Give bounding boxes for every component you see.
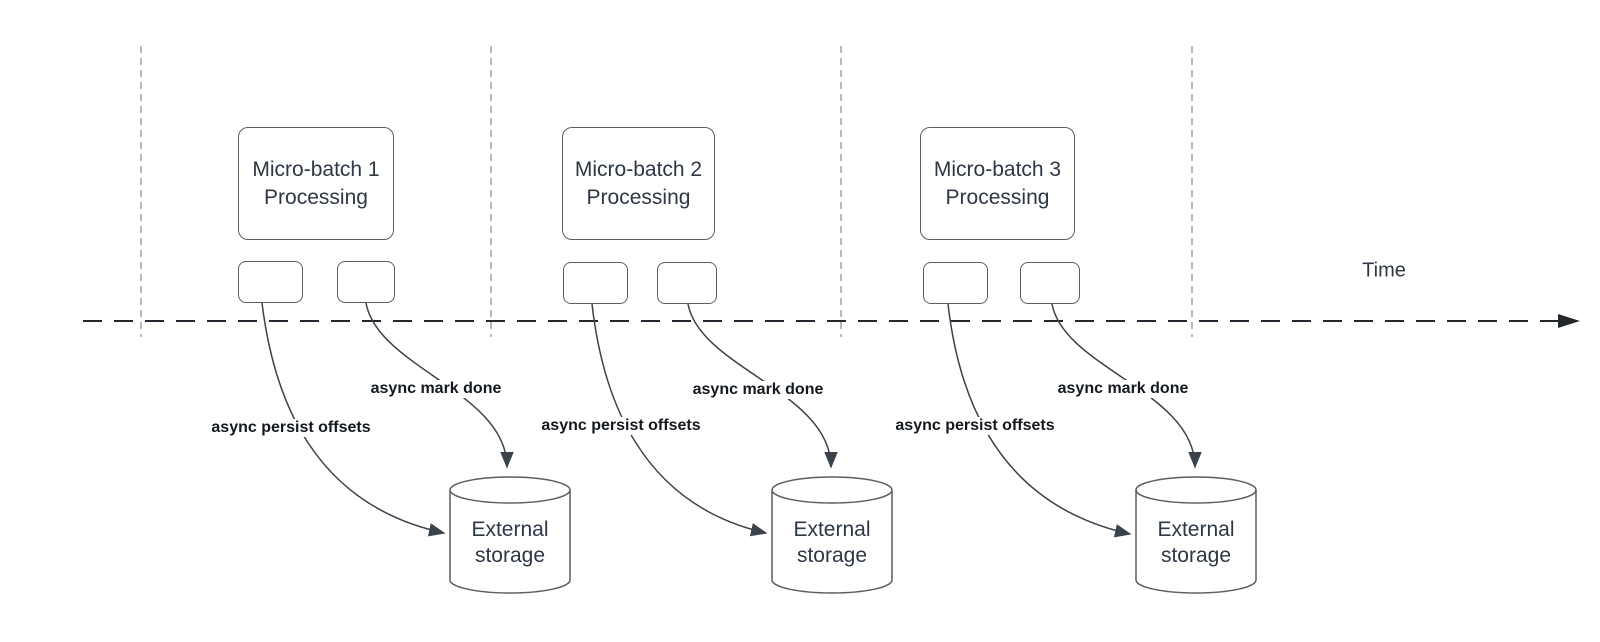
micro-batch-1-processing-box: Micro-batch 1 Processing — [238, 127, 394, 240]
micro-batch-3-done-token-box — [1020, 262, 1080, 304]
micro-batch-3-processing-box: Micro-batch 3 Processing — [920, 127, 1075, 240]
micro-batch-2-processing-box: Micro-batch 2 Processing — [562, 127, 715, 240]
micro-batch-2-offsets-token-box — [563, 262, 628, 304]
persist-offsets-label-3: async persist offsets — [893, 417, 1057, 435]
persist-offsets-label-1: async persist offsets — [209, 419, 373, 437]
persist-offsets-label-2: async persist offsets — [539, 417, 703, 435]
time-axis-arrowhead-icon — [1558, 314, 1580, 328]
time-axis-label: Time — [1362, 259, 1406, 282]
micro-batch-3-offsets-token-box — [923, 262, 988, 304]
micro-batch-2-done-token-box — [657, 262, 717, 304]
persist-offsets-arrow-1 — [261, 302, 446, 537]
micro-batch-1-title-line2: Processing — [264, 185, 368, 209]
mark-done-label-3: async mark done — [1055, 380, 1191, 398]
mark-done-label-2: async mark done — [690, 381, 826, 399]
micro-batch-1-offsets-token-box — [238, 261, 303, 303]
micro-batch-2-title-line2: Processing — [586, 185, 691, 209]
persist-offsets-arrow-2 — [591, 303, 768, 537]
storage-cylinder-3 — [1135, 476, 1257, 594]
persist-offsets-arrow-3 — [947, 303, 1132, 538]
micro-batch-3-title-line2: Processing — [945, 185, 1050, 209]
micro-batch-3-title-line1: Micro-batch 3 — [933, 157, 1062, 181]
micro-batch-1-done-token-box — [337, 261, 395, 303]
storage-cylinder-2 — [771, 476, 893, 594]
storage-cylinder-1 — [449, 476, 571, 594]
micro-batch-2-title-line1: Micro-batch 2 — [574, 157, 703, 181]
mark-done-label-1: async mark done — [368, 380, 504, 398]
micro-batch-1-title-line1: Micro-batch 1 — [252, 157, 380, 181]
